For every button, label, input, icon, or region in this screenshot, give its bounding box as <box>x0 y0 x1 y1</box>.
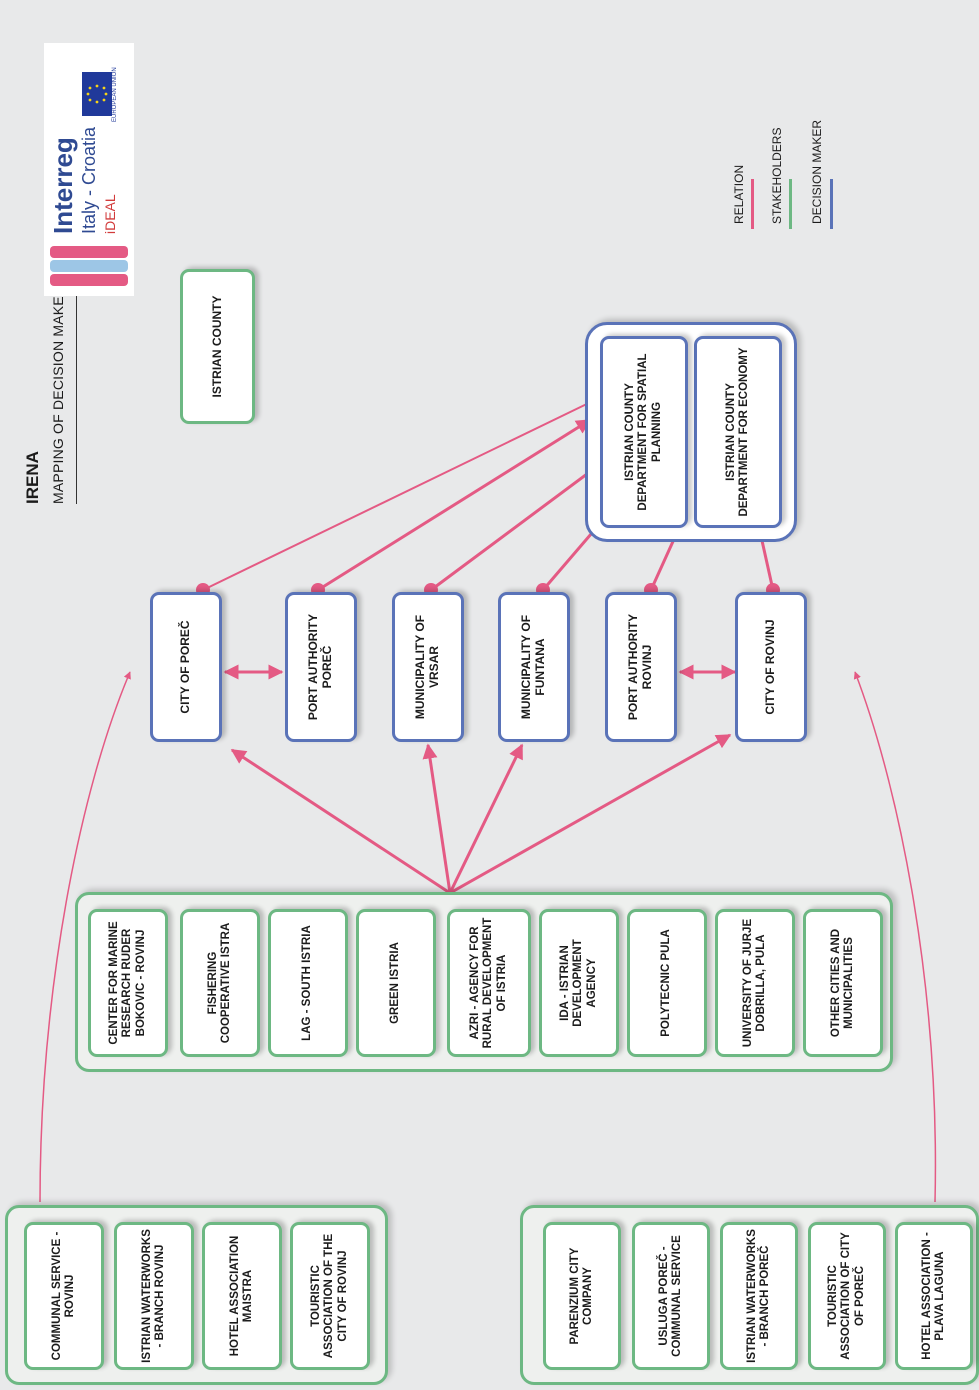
relation-porec-group <box>853 671 937 1203</box>
legend-relation-label: RELATION <box>732 164 746 224</box>
stakeholder-box: FISHERING COOPERATIVE ISTRA <box>180 909 260 1057</box>
stakeholder-box: OTHER CITIES AND MUNICIPALITIES <box>803 909 883 1057</box>
city-of-porec-box: CITY OF POREČ <box>150 592 222 742</box>
logo-region: Italy - Croatia <box>79 126 99 234</box>
relation-stake-funtana <box>448 743 524 894</box>
relation-port-porec <box>317 418 592 592</box>
diagram-title: IRENA <box>23 451 42 504</box>
port-authority-rovinj-box: PORT AUTHORITY ROVINJ <box>605 592 677 742</box>
legend-stakeholders-line <box>789 179 792 229</box>
istrian-county-economy: ISTRIAN COUNTY Department for economy <box>694 336 782 528</box>
relation-stake-rovinj <box>449 733 732 895</box>
stakeholder-box: AZRI - AGENCY FOR RURAL DEVELOPMENT OF I… <box>447 909 531 1057</box>
stakeholder-box: LAG - SOUTH ISTRIA <box>268 909 348 1057</box>
relation-stake-porec <box>230 748 451 895</box>
porec-stakeholder-box: HOTEL ASSOCIATION - PLAVA LAGUNA <box>895 1222 973 1370</box>
port-authority-porec-box: PORT AUTHORITY POREČ <box>285 592 357 742</box>
eu-label: EUROPEAN UNION <box>112 67 118 122</box>
relation-stake-vrsar <box>422 743 452 894</box>
interreg-waves-icon <box>50 246 128 286</box>
logo-name: Interreg <box>48 137 78 234</box>
porec-stakeholder-box: PARENZIUM CITY COMPANY <box>543 1222 621 1370</box>
municipality-funtana-box: MUNICIPALITY OF FUNTANA <box>498 592 570 742</box>
stakeholder-box: IDA - ISTRIAN DEVELOPMENT AGENCY <box>539 909 619 1057</box>
istrian-county-box: ISTRIAN COUNTY <box>180 269 255 424</box>
eu-flag-icon <box>82 72 112 116</box>
stakeholder-box: UNIVERSITY OF JURJE DOBRILLA, PULA <box>715 909 795 1057</box>
istrian-county-planning: ISTRIAN COUNTY Department for Spatial Pl… <box>600 336 688 528</box>
municipality-vrsar-box: MUNICIPALITY OF VRSAR <box>392 592 464 742</box>
legend-decision-label: DECISION MAKER <box>810 119 824 224</box>
legend-stakeholders-label: STAKEHOLDERS <box>770 127 784 224</box>
interreg-logo: Interreg Italy - Croatia iDEAL EUROPEAN … <box>44 43 134 296</box>
relation-porec <box>202 399 596 591</box>
porec-stakeholder-box: TOURISTIC ASSOCIATION OF CITY OF POREČ <box>808 1222 886 1370</box>
porec-stakeholder-box: ISTRIAN WATERWORKS - BRANCH POREČ <box>720 1222 798 1370</box>
city-of-rovinj-box: CITY OF ROVINJ <box>735 592 807 742</box>
rovinj-stakeholder-box: ISTRIAN WATERWORKS - BRANCH ROVINJ <box>114 1222 194 1370</box>
stakeholder-box: CENTER FOR MARINE RESEARCH RUDER BOKOVIC… <box>88 909 168 1057</box>
rovinj-stakeholder-box: TOURISTIC ASSOCIATION OF THE CITY OF ROV… <box>290 1222 370 1370</box>
stakeholder-box: POLYTECNIC PULA <box>627 909 707 1057</box>
relation-rovinj-group <box>39 671 131 1203</box>
legend-relation-line <box>751 179 754 229</box>
logo-project: iDEAL <box>102 194 118 234</box>
rovinj-stakeholder-box: COMMUNAL SERVICE - ROVINJ <box>24 1222 104 1370</box>
legend-decision-line <box>830 179 833 229</box>
stakeholder-box: GREEN ISTRIA <box>356 909 436 1057</box>
porec-stakeholder-box: USLUGA POREČ - COMMUNAL SERVICE <box>632 1222 710 1370</box>
rovinj-stakeholder-box: HOTEL ASSOCIATION MAISTRA <box>202 1222 282 1370</box>
